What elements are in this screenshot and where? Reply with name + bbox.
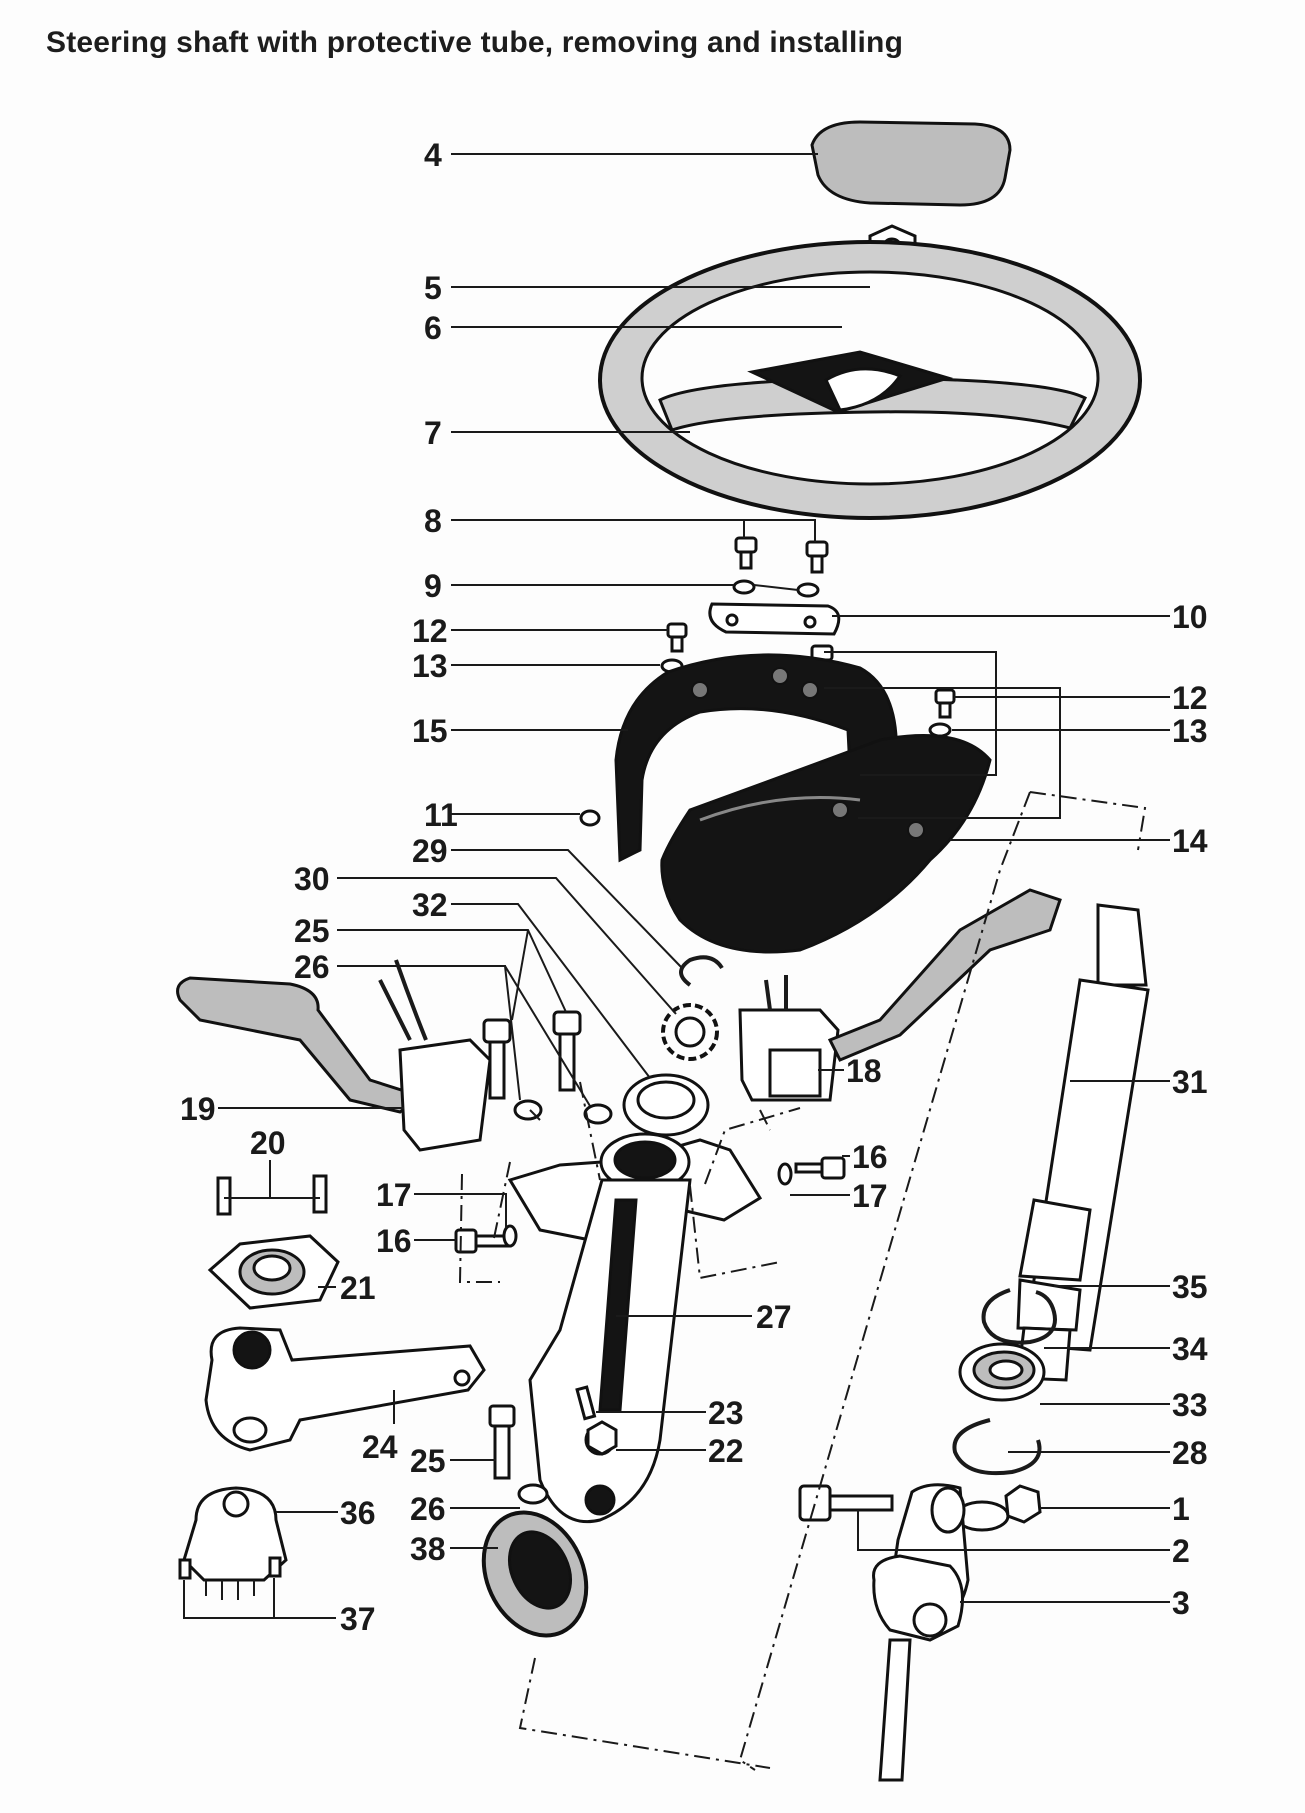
part-35-circlip <box>981 1288 1057 1345</box>
callout-24: 24 <box>362 1429 398 1465</box>
callout-25-upper: 25 <box>294 913 330 949</box>
callout-12-right: 12 <box>1172 680 1208 716</box>
callout-15: 15 <box>412 713 448 749</box>
callout-18: 18 <box>846 1053 882 1089</box>
part-25-bolt-lower <box>488 1404 516 1480</box>
part-25-bolts <box>482 1010 582 1100</box>
part-32-bearing-ring <box>622 1073 710 1137</box>
callout-38: 38 <box>410 1531 446 1567</box>
callout-2: 2 <box>1172 1533 1190 1569</box>
callout-32: 32 <box>412 887 448 923</box>
part-11-small-screw <box>579 809 601 827</box>
part-10-bracket <box>708 602 841 636</box>
callout-6: 6 <box>424 310 442 346</box>
part-15-upper-shroud <box>614 653 898 863</box>
part-3-universal-joint <box>872 1483 970 1782</box>
part-7-steering-wheel <box>598 240 1142 520</box>
part-2-bolt <box>798 1484 894 1522</box>
diagram-title: Steering shaft with protective tube, rem… <box>46 26 904 59</box>
callout-17-right: 17 <box>852 1178 888 1214</box>
part-30-lock-washer <box>661 1003 719 1061</box>
callout-14: 14 <box>1172 823 1208 859</box>
part-22-nut <box>586 1420 618 1456</box>
callout-31: 31 <box>1172 1064 1208 1100</box>
part-38-seal <box>481 1510 589 1638</box>
callout-23: 23 <box>708 1395 744 1431</box>
callout-1: 1 <box>1172 1491 1190 1527</box>
callout-30: 30 <box>294 861 330 897</box>
callout-8: 8 <box>424 503 442 539</box>
callout-7: 7 <box>424 415 442 451</box>
callout-3: 3 <box>1172 1585 1190 1621</box>
part-36-ignition-switch <box>182 1486 288 1600</box>
callout-26-upper: 26 <box>294 949 330 985</box>
part-31-steering-shaft <box>1016 903 1150 1382</box>
callout-16-right: 16 <box>852 1139 888 1175</box>
callout-22: 22 <box>708 1433 744 1469</box>
part-29-circlip <box>679 955 724 987</box>
part-17-washers <box>502 1162 793 1248</box>
part-34-bearing <box>958 1342 1046 1402</box>
part-23-stud <box>575 1385 597 1421</box>
callout-13-left: 13 <box>412 648 448 684</box>
callout-33: 33 <box>1172 1387 1208 1423</box>
leader-lines <box>183 153 1170 1619</box>
part-19-turn-signal-switch <box>176 959 492 1152</box>
callout-11: 11 <box>424 797 458 833</box>
part-37-screws <box>178 1556 282 1580</box>
part-18-wiper-switch <box>738 888 1062 1102</box>
callout-36: 36 <box>340 1495 376 1531</box>
callout-13-right: 13 <box>1172 713 1208 749</box>
part-26-washers <box>513 1099 613 1125</box>
callout-20: 20 <box>250 1125 286 1161</box>
callout-37: 37 <box>340 1601 376 1637</box>
callout-4: 4 <box>424 137 442 173</box>
part-14-lower-shroud <box>660 734 992 954</box>
callout-12-left: 12 <box>412 613 448 649</box>
callout-25-lower: 25 <box>410 1443 446 1479</box>
callout-16-left: 16 <box>376 1223 412 1259</box>
callout-10: 10 <box>1172 599 1208 635</box>
assembly-lines <box>458 791 1147 1771</box>
part-1-nut <box>1004 1484 1042 1524</box>
part-21-flange <box>207 1234 340 1310</box>
callout-5: 5 <box>424 270 442 306</box>
callout-28: 28 <box>1172 1435 1208 1471</box>
part-33-circlip <box>952 1418 1042 1476</box>
part-4-horn-pad <box>810 120 1012 207</box>
callout-labels: 4 5 6 7 8 9 10 12 13 12 13 15 11 14 29 3… <box>180 137 1208 1637</box>
callout-19: 19 <box>180 1091 216 1127</box>
part-26-washer-lower <box>517 1483 549 1505</box>
callout-26-lower: 26 <box>410 1491 446 1527</box>
part-9-washers <box>732 579 820 598</box>
callout-21: 21 <box>340 1270 376 1306</box>
callout-9: 9 <box>424 568 442 604</box>
part-24-steering-lock <box>204 1326 486 1452</box>
callout-17-left: 17 <box>376 1177 412 1213</box>
callout-35: 35 <box>1172 1269 1208 1305</box>
callout-34: 34 <box>1172 1331 1208 1367</box>
callout-29: 29 <box>412 833 448 869</box>
part-8-screws <box>734 536 829 574</box>
callout-27: 27 <box>756 1299 792 1335</box>
part-20-screws <box>216 1174 328 1216</box>
